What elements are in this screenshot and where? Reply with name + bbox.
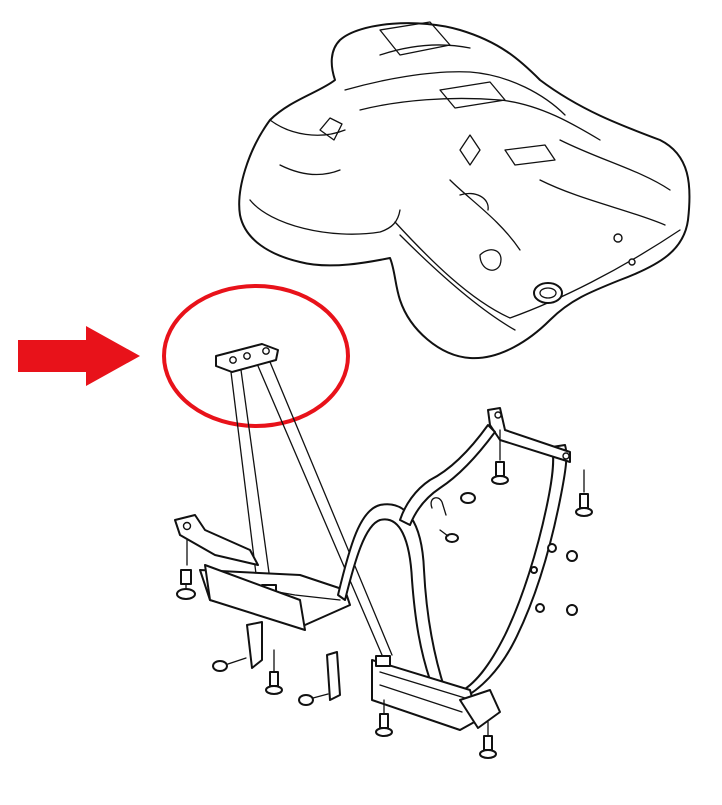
bolt-top-right-2 — [575, 469, 593, 517]
bolt-right-lower — [479, 721, 497, 759]
circle-highlight — [162, 284, 350, 428]
nut-left — [212, 657, 247, 672]
grommet-5 — [530, 566, 538, 574]
bolt-middle-lower — [375, 699, 393, 737]
grommet-4 — [535, 603, 545, 613]
tank-strap-frame — [174, 407, 571, 731]
nut-strap-1 — [460, 492, 476, 504]
bolt-top-right-1 — [491, 429, 509, 485]
grommet-1 — [566, 550, 578, 562]
grommet-3 — [547, 543, 557, 553]
highlighted-bracket — [215, 343, 279, 373]
leader-lines — [230, 361, 393, 656]
fasteners — [176, 429, 593, 759]
fuel-tank — [238, 21, 691, 360]
nut-strap-2 — [445, 533, 459, 543]
bolt-left-lower — [265, 649, 283, 695]
nut-middle — [298, 693, 329, 706]
spacer-plate-left — [246, 621, 263, 669]
grommet-2 — [566, 604, 578, 616]
arrow-right-icon — [18, 326, 140, 386]
clip — [430, 497, 447, 516]
bolt-left — [176, 569, 196, 600]
spacer-plate-middle — [326, 651, 341, 701]
